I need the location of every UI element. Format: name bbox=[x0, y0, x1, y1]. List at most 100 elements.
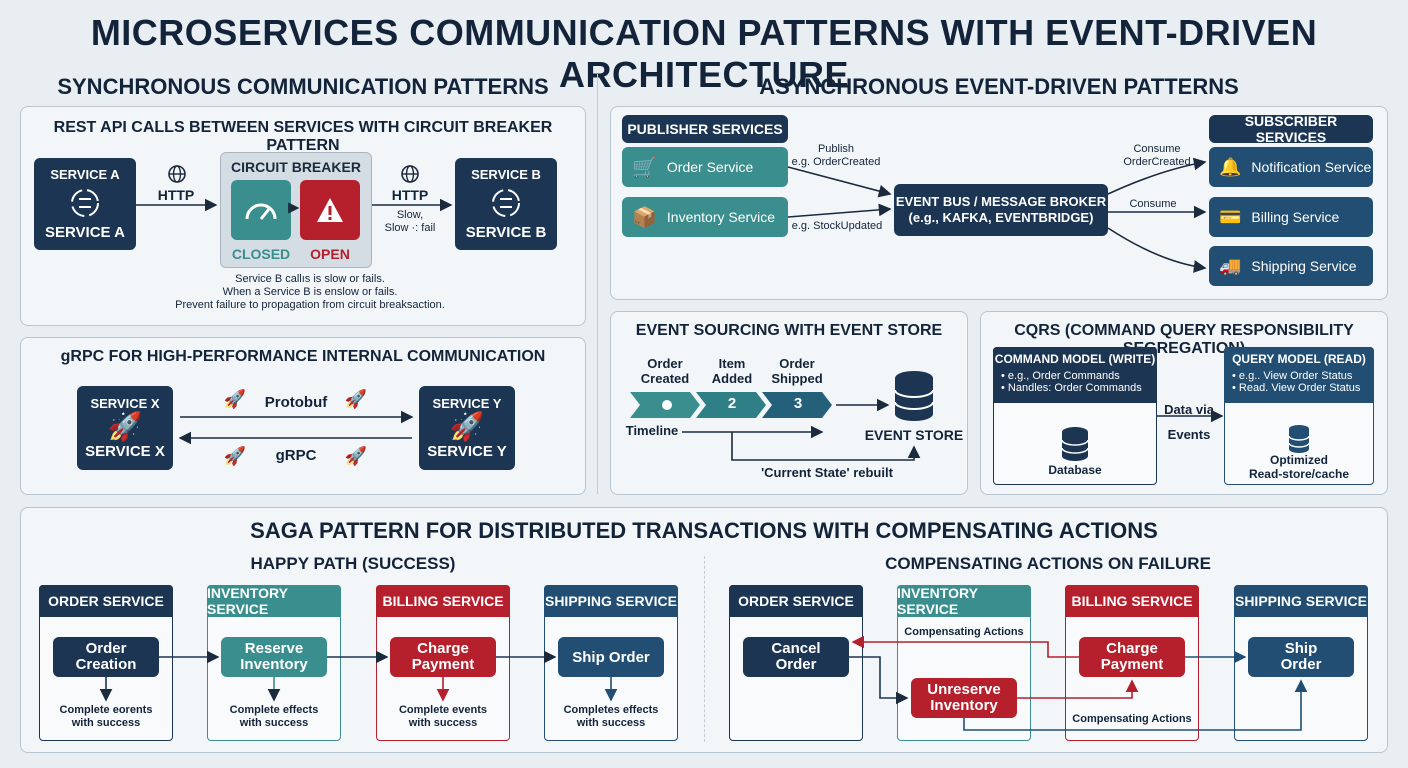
event-order-created-label: Order Created bbox=[640, 356, 690, 386]
cart-icon: 🛒 bbox=[632, 156, 657, 179]
rest-note-1: Service B callıs is slow or fails. bbox=[235, 273, 385, 285]
event-order-shipped-label: Order Shipped bbox=[771, 356, 823, 386]
service-sync-icon bbox=[71, 189, 99, 217]
closed-label: CLOSED bbox=[231, 246, 291, 262]
happy-col-shipping-head: SHIPPING SERVICE bbox=[544, 585, 678, 617]
service-a-node[interactable]: SERVICE A SERVICE A bbox=[34, 158, 136, 250]
open-state-node[interactable] bbox=[300, 180, 360, 240]
service-y-top-label: SERVICE Y bbox=[432, 396, 502, 411]
comp-charge-payment-step[interactable]: Charge Payment bbox=[1079, 637, 1185, 677]
unreserve-inventory-step[interactable]: Unreserve Inventory bbox=[911, 678, 1017, 718]
current-state-label: 'Current State' rebuilt bbox=[761, 465, 893, 480]
rocket-icon: 🚀 bbox=[223, 446, 247, 466]
happy-path-title: HAPPY PATH (SUCCESS) bbox=[250, 554, 456, 573]
database-icon bbox=[1288, 425, 1310, 453]
event-bus-node[interactable]: EVENT BUS / MESSAGE BROKER (e.g., KAFKA,… bbox=[894, 184, 1108, 236]
billing-service-subscriber[interactable]: 💳 Billing Service bbox=[1209, 197, 1373, 237]
service-y-node[interactable]: SERVICE Y 🚀 SERVICE Y bbox=[419, 386, 515, 470]
rocket-icon: 🚀 bbox=[344, 389, 368, 409]
rest-panel-title: REST API CALLS BETWEEN SERVICES WITH CIR… bbox=[53, 119, 553, 154]
globe-icon bbox=[152, 164, 202, 188]
http-left-label: HTTP bbox=[157, 187, 195, 203]
rest-note-3: Prevent failure to propagation from circ… bbox=[175, 299, 445, 311]
comp-actions-top-label: Compensating Actions bbox=[904, 626, 1024, 638]
charge-payment-step[interactable]: Charge Payment bbox=[390, 637, 496, 677]
ship-order-step[interactable]: Ship Order bbox=[558, 637, 664, 677]
notification-service-subscriber[interactable]: 🔔 Notification Service bbox=[1209, 147, 1373, 187]
saga-divider bbox=[704, 556, 705, 742]
service-y-bottom-label: SERVICE Y bbox=[427, 443, 507, 460]
event-number-3: 3 bbox=[793, 395, 803, 412]
event-sourcing-title: EVENT SOURCING WITH EVENT STORE bbox=[635, 322, 943, 339]
gauge-icon bbox=[245, 203, 277, 220]
event-item-added-label: Item Added bbox=[711, 356, 753, 386]
page-title: MICROSERVICES COMMUNICATION PATTERNS WIT… bbox=[90, 12, 1318, 95]
service-a-bottom-label: SERVICE A bbox=[44, 224, 126, 241]
happy-col-inventory-head: INVENTORY SERVICE bbox=[207, 585, 341, 617]
happy-note-billing: Complete events with success bbox=[398, 704, 488, 729]
closed-state-node[interactable] bbox=[231, 180, 291, 240]
rocket-icon: 🚀 bbox=[223, 389, 247, 409]
service-b-bottom-label: SERVICE B bbox=[465, 224, 547, 241]
section-divider bbox=[597, 74, 598, 494]
service-a-top-label: SERVICE A bbox=[50, 167, 120, 182]
bell-icon: 🔔 bbox=[1219, 156, 1242, 177]
order-service-label: Order Service bbox=[666, 159, 754, 175]
notification-service-label: Notification Service bbox=[1251, 159, 1372, 175]
query-line-1: • e.g.. View Order Status bbox=[1232, 370, 1353, 382]
comp-col-inventory-head: INVENTORY SERVICE bbox=[897, 585, 1031, 617]
sync-section-title: SYNCHRONOUS COMMUNICATION PATTERNS bbox=[57, 74, 549, 99]
rest-note-2: When a Service B is enslow or fails. bbox=[222, 286, 398, 298]
comp-col-order-head: ORDER SERVICE bbox=[729, 585, 863, 617]
inventory-service-publisher[interactable]: 📦 Inventory Service bbox=[622, 197, 788, 237]
service-x-node[interactable]: SERVICE X 🚀 SERVICE X bbox=[77, 386, 173, 470]
query-line-2: • Read. View Order Status bbox=[1232, 382, 1361, 394]
service-x-bottom-label: SERVICE X bbox=[85, 443, 165, 460]
publish-label: Publish e.g. OrderCreated bbox=[791, 143, 881, 168]
rocket-icon: 🚀 bbox=[107, 411, 143, 442]
shipping-service-subscriber[interactable]: 🚚 Shipping Service bbox=[1209, 246, 1373, 286]
saga-title: SAGA PATTERN FOR DISTRIBUTED TRANSACTION… bbox=[250, 518, 1158, 543]
cancel-order-step[interactable]: Cancel Order bbox=[743, 637, 849, 677]
order-service-publisher[interactable]: 🛒 Order Service bbox=[622, 147, 788, 187]
comp-ship-order-step[interactable]: Ship Order bbox=[1248, 637, 1354, 677]
globe-icon bbox=[398, 164, 422, 188]
happy-note-order: Complete eorents with success bbox=[59, 704, 153, 729]
http-right-label: HTTP bbox=[391, 187, 429, 203]
credit-card-icon: 💳 bbox=[1219, 206, 1242, 227]
inventory-service-label: Inventory Service bbox=[666, 209, 776, 225]
happy-note-inventory: Complete effects with success bbox=[229, 704, 319, 729]
command-line-1: • e.g., Order Commands bbox=[1001, 370, 1120, 382]
stock-updated-label: e.g. StockUpdated bbox=[791, 220, 883, 232]
query-model-title: QUERY MODEL (READ) bbox=[1232, 352, 1366, 366]
command-model-header: COMMAND MODEL (WRITE) • e.g., Order Comm… bbox=[993, 347, 1157, 403]
command-model-title: COMMAND MODEL (WRITE) bbox=[994, 352, 1156, 366]
open-label: OPEN bbox=[310, 246, 350, 262]
happy-note-shipping: Completes effects with success bbox=[563, 704, 659, 729]
command-line-2: • Nandles: Order Commands bbox=[1001, 382, 1142, 394]
happy-col-billing-head: BILLING SERVICE bbox=[376, 585, 510, 617]
truck-icon: 🚚 bbox=[1219, 255, 1242, 276]
async-section-title: ASYNCHRONOUS EVENT-DRIVEN PATTERNS bbox=[759, 74, 1239, 99]
consume-order-label: Consume OrderCreated bbox=[1123, 143, 1191, 168]
database-label: Database bbox=[1048, 463, 1102, 477]
shipping-service-label: Shipping Service bbox=[1251, 258, 1357, 274]
reserve-inventory-step[interactable]: Reserve Inventory bbox=[221, 637, 327, 677]
query-model-header: QUERY MODEL (READ) • e.g.. View Order St… bbox=[1224, 347, 1374, 403]
compensating-title: COMPENSATING ACTIONS ON FAILURE bbox=[885, 554, 1211, 573]
slow-fail-label: Slow, Slow ·: fail bbox=[384, 209, 436, 234]
database-icon bbox=[894, 371, 934, 421]
event-number-2: 2 bbox=[727, 395, 737, 412]
service-sync-icon bbox=[492, 189, 520, 217]
event-store-label: EVENT STORE bbox=[864, 427, 964, 443]
optimized-store-label: Optimized Read-store/cache bbox=[1248, 453, 1350, 481]
happy-col-order-head: ORDER SERVICE bbox=[39, 585, 173, 617]
rocket-icon: 🚀 bbox=[449, 411, 485, 442]
grpc-label: gRPC bbox=[275, 447, 317, 464]
order-creation-step[interactable]: Order Creation bbox=[53, 637, 159, 677]
timeline-label: Timeline bbox=[625, 423, 679, 438]
grpc-panel-title: gRPC FOR HIGH-PERFORMANCE INTERNAL COMMU… bbox=[60, 348, 546, 365]
warning-icon bbox=[317, 198, 343, 222]
service-b-node[interactable]: SERVICE B SERVICE B bbox=[455, 158, 557, 250]
billing-service-label: Billing Service bbox=[1251, 209, 1340, 225]
